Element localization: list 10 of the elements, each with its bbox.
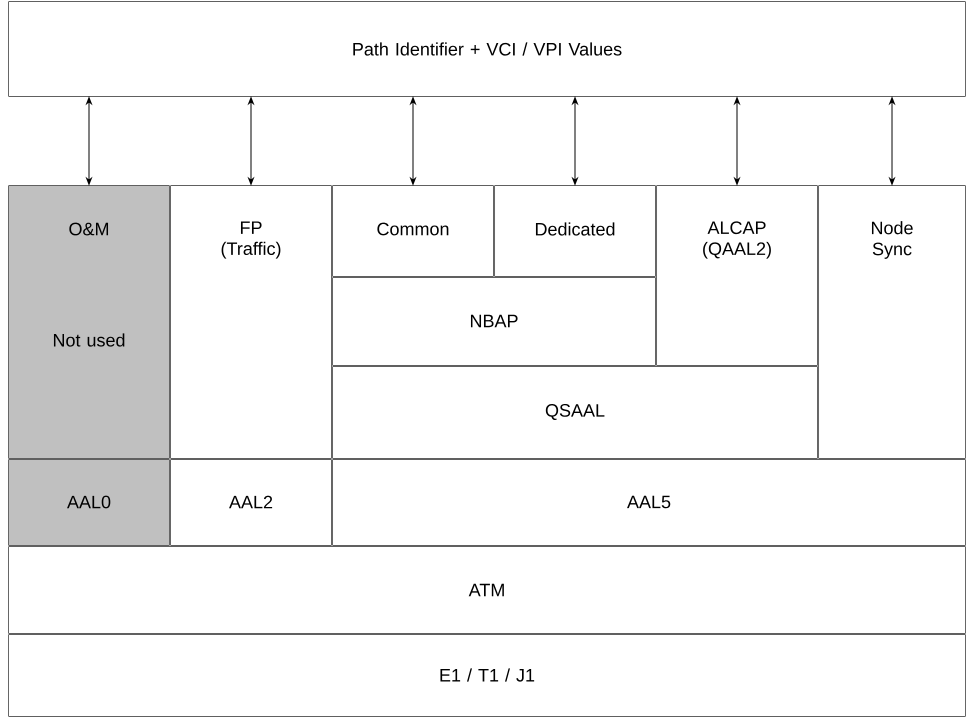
protocol-box: AAL0 (8, 459, 170, 546)
protocol-box: NBAP (332, 277, 656, 366)
protocol-box: Node Sync (818, 185, 966, 459)
protocol-box: ALCAP (QAAL2) (656, 185, 818, 366)
protocol-box: AAL2 (170, 459, 332, 546)
protocol-box: Common (332, 185, 494, 277)
protocol-box: QSAAL (332, 366, 818, 459)
protocol-box: Path Identifier + VCI / VPI Values (8, 1, 966, 97)
protocol-box: Dedicated (494, 185, 656, 277)
protocol-box: E1 / T1 / J1 (8, 634, 966, 717)
